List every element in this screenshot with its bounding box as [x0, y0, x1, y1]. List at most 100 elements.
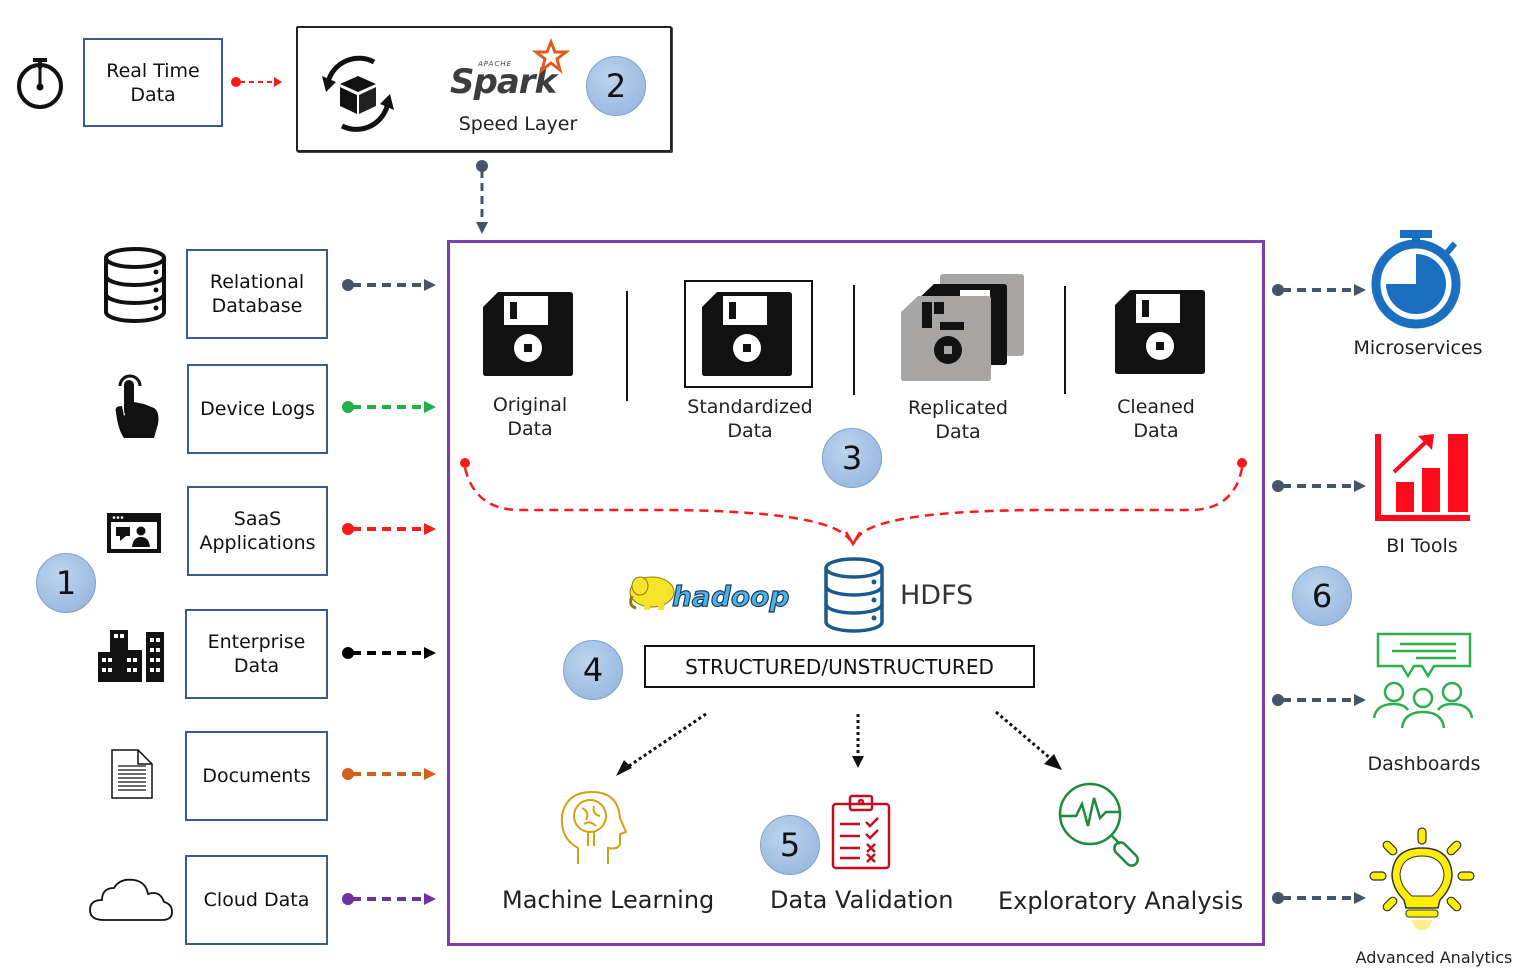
stage-label-cleaned: Cleaned Data — [1117, 396, 1195, 442]
hadoop-logo: hadoop — [629, 576, 790, 614]
real-time-arrow — [231, 77, 282, 87]
document-icon — [111, 749, 153, 799]
stage-label-standardized: Standardized Data — [687, 396, 813, 442]
source-label: SaaS Applications — [199, 508, 316, 554]
stage-label-original: Original Data — [492, 394, 568, 440]
touch-hand-icon — [115, 374, 159, 438]
source-arrow-relational-database — [342, 279, 436, 291]
source-arrow-cloud-data — [342, 893, 436, 905]
speed-layer-box[interactable] — [296, 26, 672, 152]
stage-label-replicated: Replicated Data — [908, 397, 1008, 443]
source-label: Relational Database — [209, 271, 305, 317]
output-arrow-dashboards — [1272, 694, 1366, 706]
arrow-head — [424, 523, 436, 535]
structured-unstructured-box: STRUCTURED/UNSTRUCTURED — [644, 645, 1035, 688]
hadoop-logo-text: hadoop — [672, 580, 789, 613]
spark-logo: APACHE Spark — [450, 37, 571, 102]
floppy-disk-icon — [702, 292, 792, 376]
source-box-saas-applications[interactable]: SaaS Applications — [187, 486, 328, 576]
processing-arrows — [616, 710, 1062, 776]
arrow-start-dot — [342, 768, 354, 780]
arrow-head — [1354, 892, 1366, 904]
step-badge-1: 1 — [36, 553, 96, 613]
arrow-start-dot — [342, 401, 354, 413]
source-box-enterprise-data[interactable]: Enterprise Data — [185, 609, 328, 699]
lightbulb-icon — [1369, 827, 1475, 930]
stage-divider — [1064, 286, 1066, 394]
output-arrow-bi-tools — [1272, 480, 1366, 492]
arrow-head — [424, 401, 436, 413]
structured-unstructured-label: STRUCTURED/UNSTRUCTURED — [685, 654, 994, 679]
source-box-device-logs[interactable]: Device Logs — [187, 364, 328, 454]
stage-highlight-box — [684, 280, 813, 388]
source-box-relational-database[interactable]: Relational Database — [186, 249, 328, 339]
arrow-to-exploratory — [995, 710, 1051, 760]
stopwatch-icon — [1371, 230, 1461, 329]
arrow-head — [1354, 284, 1366, 296]
hdfs-database-icon — [824, 557, 884, 633]
arrow-head — [424, 647, 436, 659]
merge-curve-arrow — [460, 458, 1247, 547]
clipboard-checklist-icon — [831, 794, 891, 870]
spark-star-icon — [531, 37, 571, 74]
source-box-cloud-data[interactable]: Cloud Data — [185, 855, 328, 945]
output-arrow-advanced-analytics — [1272, 892, 1366, 904]
brain-head-icon — [560, 790, 628, 864]
source-label: Device Logs — [200, 398, 315, 420]
source-label: Documents — [202, 765, 311, 787]
hdfs-label: HDFS — [900, 580, 974, 611]
speed-layer-down-arrow — [476, 160, 488, 234]
source-arrow-documents — [342, 768, 436, 780]
magnifier-pulse-icon — [1058, 782, 1139, 867]
arrow-start-dot — [1272, 892, 1284, 904]
arrow-head — [424, 279, 436, 291]
output-label-dashboards: Dashboards — [1367, 753, 1481, 775]
step-badge-5: 5 — [760, 815, 820, 875]
source-label: Enterprise Data — [207, 631, 306, 677]
source-arrow-device-logs — [342, 401, 436, 413]
arrow-to-ml — [625, 712, 707, 770]
stage-divider — [626, 291, 628, 401]
real-time-data-label: Real Time Data — [106, 59, 200, 106]
data-validation-label: Data Validation — [770, 886, 954, 914]
arrow-head — [424, 768, 436, 780]
source-label: Cloud Data — [203, 889, 310, 911]
speed-layer-caption: Speed Layer — [458, 113, 578, 135]
output-label-microservices: Microservices — [1353, 337, 1483, 359]
arrow-head — [1354, 694, 1366, 706]
step-badge-6: 6 — [1292, 566, 1352, 626]
source-box-documents[interactable]: Documents — [185, 731, 328, 821]
database-icon — [104, 247, 166, 323]
floppy-disk-icon — [483, 292, 573, 376]
floppy-disk-icon — [1115, 290, 1205, 374]
arrow-head — [1354, 480, 1366, 492]
stacked-floppy-icon — [901, 274, 1024, 381]
data-platform-box — [447, 240, 1265, 946]
stopwatch-icon — [17, 58, 63, 109]
stage-divider — [853, 285, 855, 395]
bar-chart-growth-icon — [1375, 434, 1470, 521]
arrow-start-dot — [342, 523, 354, 535]
spark-logo-apache: APACHE — [478, 60, 513, 68]
output-arrow-microservices — [1272, 284, 1366, 296]
source-arrow-saas-applications — [342, 523, 436, 535]
step-badge-2: 2 — [586, 56, 646, 116]
spark-logo-text: Spark — [450, 62, 557, 102]
real-time-data-box[interactable]: Real Time Data — [83, 38, 223, 127]
team-discussion-icon — [1372, 632, 1474, 729]
arrow-start-dot — [342, 647, 354, 659]
step-badge-4: 4 — [563, 640, 623, 700]
arrow-start-dot — [342, 279, 354, 291]
step-badge-3: 3 — [822, 428, 882, 488]
arrow-start-dot — [1272, 284, 1284, 296]
sync-package-icon — [322, 55, 394, 132]
exploratory-analysis-label: Exploratory Analysis — [998, 887, 1244, 915]
arrow-start-dot — [1272, 694, 1284, 706]
source-arrow-enterprise-data — [342, 647, 436, 659]
ml-label: Machine Learning — [502, 886, 715, 914]
output-label-bi-tools: BI Tools — [1386, 535, 1458, 557]
arrow-start-dot — [342, 893, 354, 905]
output-label-advanced-analytics: Advanced Analytics — [1355, 948, 1513, 967]
arrow-start-dot — [1272, 480, 1284, 492]
web-app-icon — [107, 513, 161, 553]
